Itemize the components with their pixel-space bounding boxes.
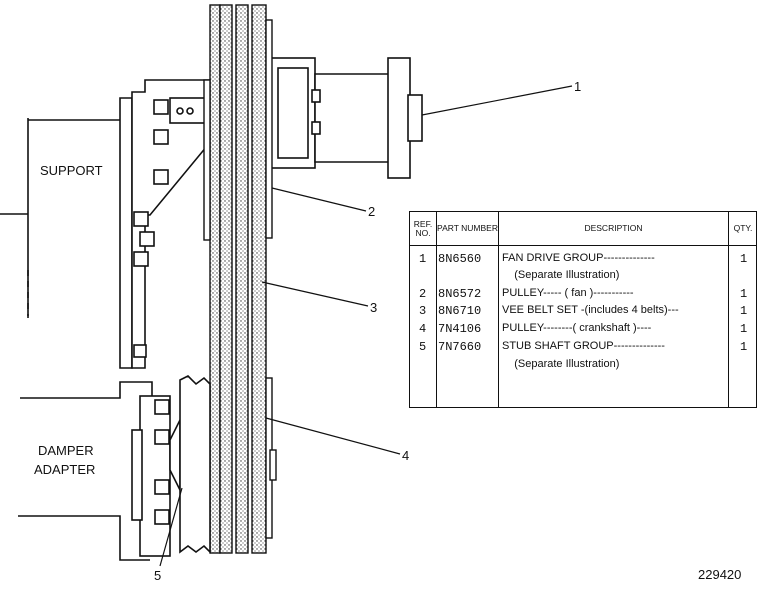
support-label: SUPPORT xyxy=(40,163,103,178)
callout-2: 2 xyxy=(368,204,375,219)
row-qty: 1 xyxy=(740,340,748,354)
row-ref: 1 xyxy=(419,252,427,266)
damper-label-line2: ADAPTER xyxy=(34,462,95,477)
header-desc: DESCRIPTION xyxy=(499,212,729,246)
row-description: (Separate Illustration) xyxy=(502,269,620,281)
row-ref: 4 xyxy=(419,322,427,336)
header-qty: QTY. xyxy=(729,212,757,246)
row-part-number: 7N4106 xyxy=(438,322,482,336)
table-row: 2 8N6572 PULLEY----- ( fan )----------- 1 xyxy=(410,287,758,304)
row-qty: 1 xyxy=(740,287,748,301)
header-ref: REF. NO. xyxy=(410,212,437,246)
row-part-number: 8N6560 xyxy=(438,252,482,266)
leader-lines xyxy=(159,85,573,567)
row-ref: 3 xyxy=(419,304,427,318)
row-description: PULLEY----- ( fan )----------- xyxy=(502,287,634,299)
row-ref: 5 xyxy=(419,340,427,354)
fan-drive xyxy=(269,57,423,179)
table-row: (Separate Illustration) xyxy=(410,269,758,286)
callout-5: 5 xyxy=(154,568,161,583)
row-qty: 1 xyxy=(740,252,748,266)
support-housing xyxy=(0,118,120,318)
table-row: (Separate Illustration) xyxy=(410,358,758,375)
row-description: (Separate Illustration) xyxy=(502,358,620,370)
damper-label-line1: DAMPER xyxy=(38,443,94,458)
row-part-number: 8N6572 xyxy=(438,287,482,301)
row-ref: 2 xyxy=(419,287,427,301)
row-qty: 1 xyxy=(740,322,748,336)
row-description: STUB SHAFT GROUP-------------- xyxy=(502,340,665,352)
table-row: 3 8N6710 VEE BELT SET -(includes 4 belts)-… xyxy=(410,304,758,321)
row-qty: 1 xyxy=(740,304,748,318)
drawing-number: 229420 xyxy=(698,567,742,582)
bracket-plate xyxy=(119,79,213,369)
row-part-number: 7N7660 xyxy=(438,340,482,354)
table-row: 4 7N4106 PULLEY--------( crankshaft )---- 1 xyxy=(410,322,758,339)
row-description: VEE BELT SET -(includes 4 belts)--- xyxy=(502,304,679,316)
table-row: 5 7N7660 STUB SHAFT GROUP-------------- 1 xyxy=(410,340,758,357)
crankshaft-pulley xyxy=(131,375,211,557)
callout-4: 4 xyxy=(402,448,409,463)
callout-1: 1 xyxy=(574,79,581,94)
row-description: PULLEY--------( crankshaft )---- xyxy=(502,322,652,334)
vee-belts xyxy=(203,4,277,554)
row-description: FAN DRIVE GROUP-------------- xyxy=(502,252,655,264)
callout-3: 3 xyxy=(370,300,377,315)
table-row: 1 8N6560 FAN DRIVE GROUP-------------- 1 xyxy=(410,252,758,269)
header-part: PART NUMBER xyxy=(437,212,499,246)
row-part-number: 8N6710 xyxy=(438,304,482,318)
